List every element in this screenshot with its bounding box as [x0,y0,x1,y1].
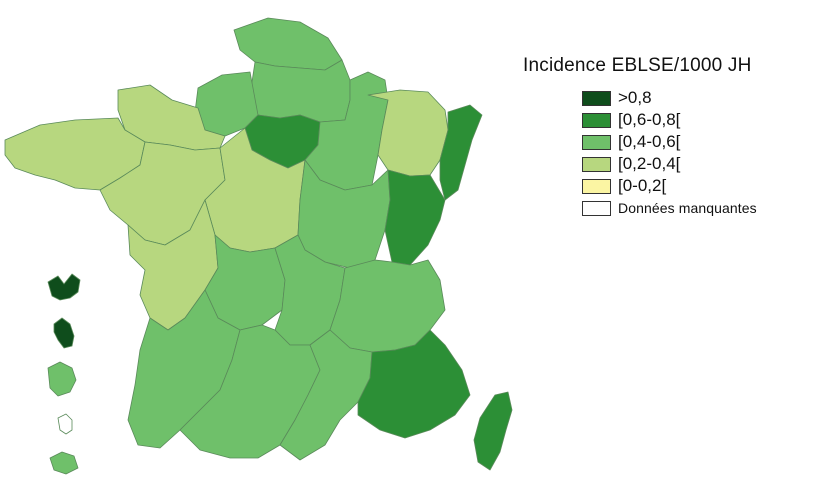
legend-label: Données manquantes [618,200,757,216]
region-limousin [204,234,286,331]
region-alsace [439,104,483,201]
legend-item-class-3: [0,2-0,4[ [582,153,813,175]
region-franche-comte [384,169,446,266]
region-paca [357,329,471,439]
region-guadeloupe [47,273,81,301]
region-guyane [47,361,77,397]
legend-swatch [582,178,611,194]
legend-swatch [582,112,611,128]
region-corse [473,391,513,471]
legend-item-class-2: [0,4-0,6[ [582,131,813,153]
legend-swatch [582,134,611,150]
region-la-reunion [57,413,73,435]
legend-label: [0,4-0,6[ [618,132,681,151]
legend-swatch [582,90,611,106]
legend-swatch [582,200,611,216]
legend-label: >0,8 [618,88,652,107]
legend-label: [0-0,2[ [618,176,667,195]
region-mayotte [49,451,79,475]
legend-label: [0,6-0,8[ [618,110,681,129]
region-martinique [53,317,75,349]
legend-swatch [582,156,611,172]
region-nord-pas-de-calais [233,17,343,71]
legend-item-missing-data: Données manquantes [582,197,813,219]
legend-title: Incidence EBLSE/1000 JH [523,55,752,76]
legend-item-class-1: [0,6-0,8[ [582,109,813,131]
region-picardie [249,59,351,123]
legend-item-class-4: [0-0,2[ [582,175,813,197]
legend-item-class-0: >0,8 [582,87,813,109]
region-languedoc-roussillon [279,329,373,461]
legend-label: [0,2-0,4[ [618,154,681,173]
map-legend: Incidence EBLSE/1000 JH >0,8 [0,6-0,8[ [… [523,55,813,219]
